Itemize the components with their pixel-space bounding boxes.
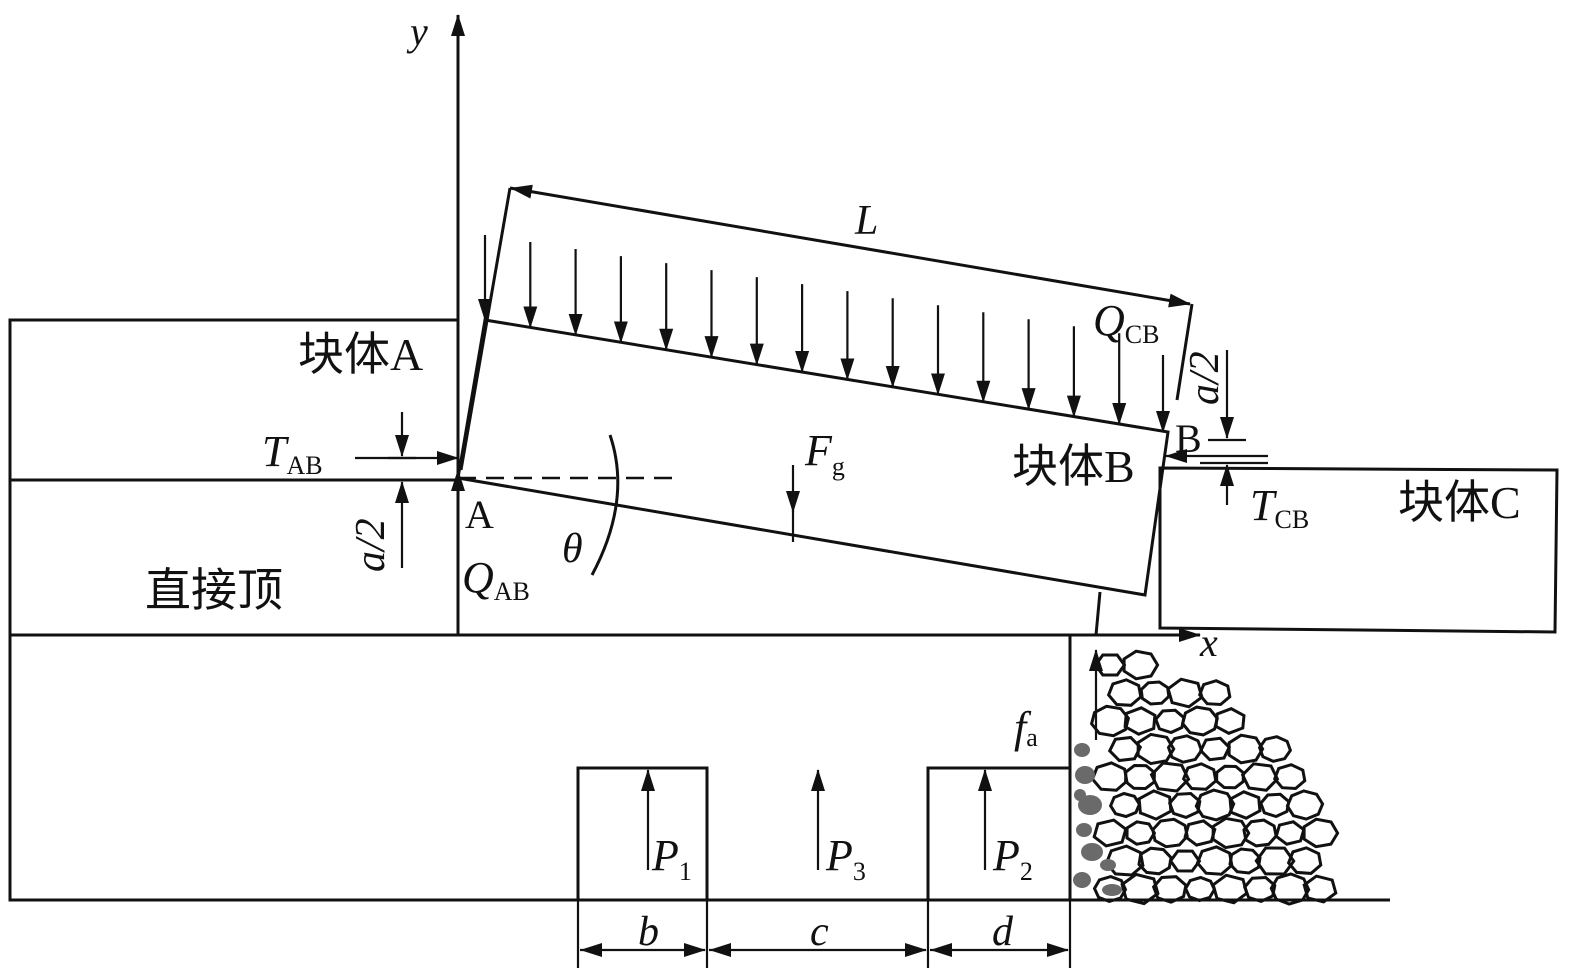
block-c-label: 块体C bbox=[1398, 477, 1521, 528]
fine-gangue-particle bbox=[1100, 859, 1116, 871]
y-axis-label: y bbox=[406, 9, 428, 54]
length-extension-left bbox=[459, 187, 512, 471]
distributed-load-arrows bbox=[478, 235, 1127, 426]
rock-fragment bbox=[1092, 818, 1128, 848]
rock-fragment bbox=[1195, 845, 1234, 876]
coal-seam-support-region bbox=[8, 633, 1072, 902]
rock-fragment bbox=[1269, 872, 1311, 906]
point-a-label: A bbox=[465, 492, 494, 537]
rock-fragment bbox=[1136, 732, 1176, 766]
dim-c-label: c bbox=[810, 909, 829, 955]
rock-fragment bbox=[1242, 875, 1277, 904]
rock-fragment bbox=[1302, 817, 1340, 849]
rock-fragment bbox=[1254, 846, 1296, 876]
rock-fragment bbox=[1240, 762, 1280, 792]
rock-fragment bbox=[1151, 817, 1189, 849]
fine-gangue-particle bbox=[1081, 843, 1103, 861]
fine-gangue-particle bbox=[1078, 795, 1102, 815]
rock-fragment bbox=[1302, 874, 1338, 904]
rock-fragment bbox=[1125, 820, 1157, 846]
theta-label: θ bbox=[562, 526, 583, 572]
rock-fragment bbox=[1149, 761, 1191, 793]
rock-fragment bbox=[1181, 705, 1219, 737]
rock-fragment bbox=[1272, 763, 1307, 791]
rock-fragment bbox=[1215, 764, 1245, 790]
t-ab-label: TAB bbox=[262, 427, 323, 480]
dim-d-label: d bbox=[992, 909, 1014, 955]
length-dimension-line bbox=[509, 184, 1191, 308]
rock-fragment bbox=[1120, 872, 1160, 906]
rock-fragment bbox=[1124, 763, 1156, 791]
rock-fragment bbox=[1137, 846, 1173, 876]
theta-arc bbox=[590, 434, 620, 576]
p3-label: P3 bbox=[825, 831, 866, 886]
fine-gangue-particle bbox=[1102, 884, 1122, 896]
t-cb-label: TCB bbox=[1250, 481, 1309, 534]
rock-fragment bbox=[1227, 733, 1265, 765]
x-axis-label: x bbox=[1199, 620, 1218, 665]
rock-fragment bbox=[1274, 820, 1306, 846]
rock-fragment bbox=[1092, 875, 1128, 903]
rock-fragment bbox=[1214, 707, 1246, 735]
immediate-roof bbox=[8, 480, 1070, 637]
immediate-roof-label: 直接顶 bbox=[145, 565, 283, 616]
fine-gangue-particle bbox=[1073, 872, 1091, 888]
q-cb-label: QCB bbox=[1093, 296, 1159, 349]
rock-fragment bbox=[1286, 846, 1323, 875]
rock-fragment bbox=[1183, 875, 1217, 903]
dim-b-label: b bbox=[638, 909, 659, 955]
rock-fragment bbox=[1228, 790, 1262, 820]
block-c bbox=[1158, 466, 1559, 634]
a-half-left-label: a/2 bbox=[348, 518, 394, 572]
p2-label: P2 bbox=[992, 831, 1033, 886]
block-b-support-leg bbox=[1094, 591, 1102, 636]
p1-label: P1 bbox=[651, 831, 692, 886]
rock-fragment bbox=[1198, 736, 1232, 762]
rock-fragment bbox=[1108, 791, 1142, 819]
point-b-label: B bbox=[1175, 416, 1202, 461]
bottom-dimensions bbox=[576, 900, 1072, 968]
a-half-right-label: a/2 bbox=[1182, 351, 1228, 405]
rock-fragment bbox=[1228, 847, 1262, 875]
rock-fragment bbox=[1259, 792, 1291, 819]
rock-fragment bbox=[1257, 735, 1293, 763]
fine-gangue-particle bbox=[1075, 766, 1095, 784]
rock-fragment bbox=[1242, 818, 1278, 848]
block-a-label: 块体A bbox=[298, 329, 423, 380]
rock-fragment bbox=[1137, 789, 1173, 821]
fg-label: Fg bbox=[804, 426, 845, 481]
length-label: L bbox=[854, 198, 878, 244]
rock-fragment bbox=[1194, 788, 1236, 822]
rock-fragment bbox=[1211, 873, 1249, 905]
fine-gangue-particle bbox=[1076, 823, 1092, 837]
fa-label: fa bbox=[1014, 703, 1038, 752]
rock-fragment bbox=[1122, 649, 1160, 681]
rock-fragment bbox=[1166, 677, 1204, 709]
rock-fragment bbox=[1090, 761, 1129, 792]
block-b-label: 块体B bbox=[1012, 441, 1135, 492]
fine-gangue-particle bbox=[1074, 743, 1090, 757]
rock-fragment bbox=[1197, 679, 1232, 707]
rock-fragment bbox=[1154, 708, 1186, 735]
rock-fragment bbox=[1151, 875, 1188, 904]
rock-fragment bbox=[1168, 849, 1202, 873]
rock-fragment bbox=[1107, 735, 1143, 763]
rock-fragment bbox=[1106, 678, 1143, 707]
rock-fragment bbox=[1166, 734, 1204, 764]
rock-fragment bbox=[1139, 680, 1171, 706]
rock-fragment bbox=[1093, 653, 1127, 677]
length-extension-right bbox=[1175, 303, 1194, 401]
rock-fragment bbox=[1089, 704, 1131, 738]
rock-fragment bbox=[1211, 816, 1251, 850]
q-ab-label: QAB bbox=[462, 553, 530, 606]
fine-gangue-particle bbox=[1074, 789, 1086, 801]
rock-fragment bbox=[1285, 789, 1325, 821]
rock-fragment bbox=[1123, 706, 1157, 736]
caved-gangue-rubble bbox=[1073, 649, 1340, 906]
rock-fragment bbox=[1183, 819, 1217, 847]
